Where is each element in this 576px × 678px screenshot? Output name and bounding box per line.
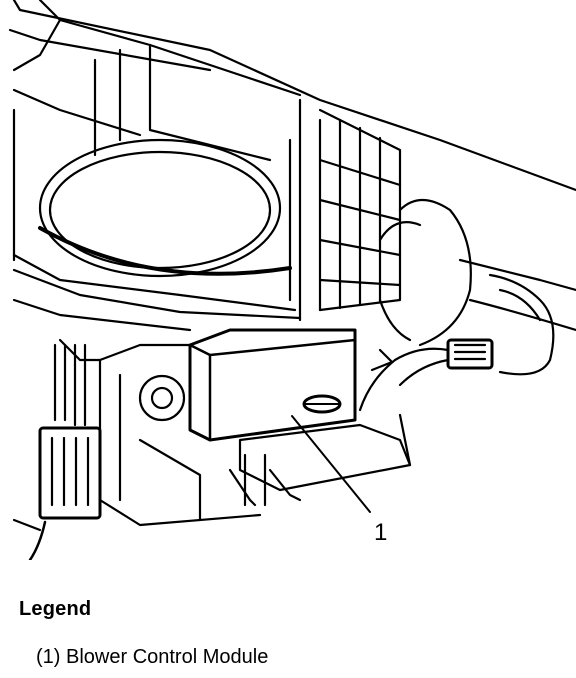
blower-motor <box>378 198 576 347</box>
lower-case <box>58 338 262 527</box>
mounting-bracket <box>228 413 412 507</box>
blower-control-module-illustration: 1 <box>8 0 576 560</box>
hvac-housing <box>8 0 576 332</box>
blower-opening <box>38 138 292 278</box>
legend-item: (1) Blower Control Module <box>36 646 269 668</box>
legend-title: Legend <box>19 598 92 620</box>
grid-panel <box>318 108 402 312</box>
blower-control-module <box>188 328 357 442</box>
callout-label: 1 <box>374 519 387 546</box>
left-connector <box>12 343 102 560</box>
wiring-harness <box>358 273 555 412</box>
callout-leader <box>291 415 371 513</box>
